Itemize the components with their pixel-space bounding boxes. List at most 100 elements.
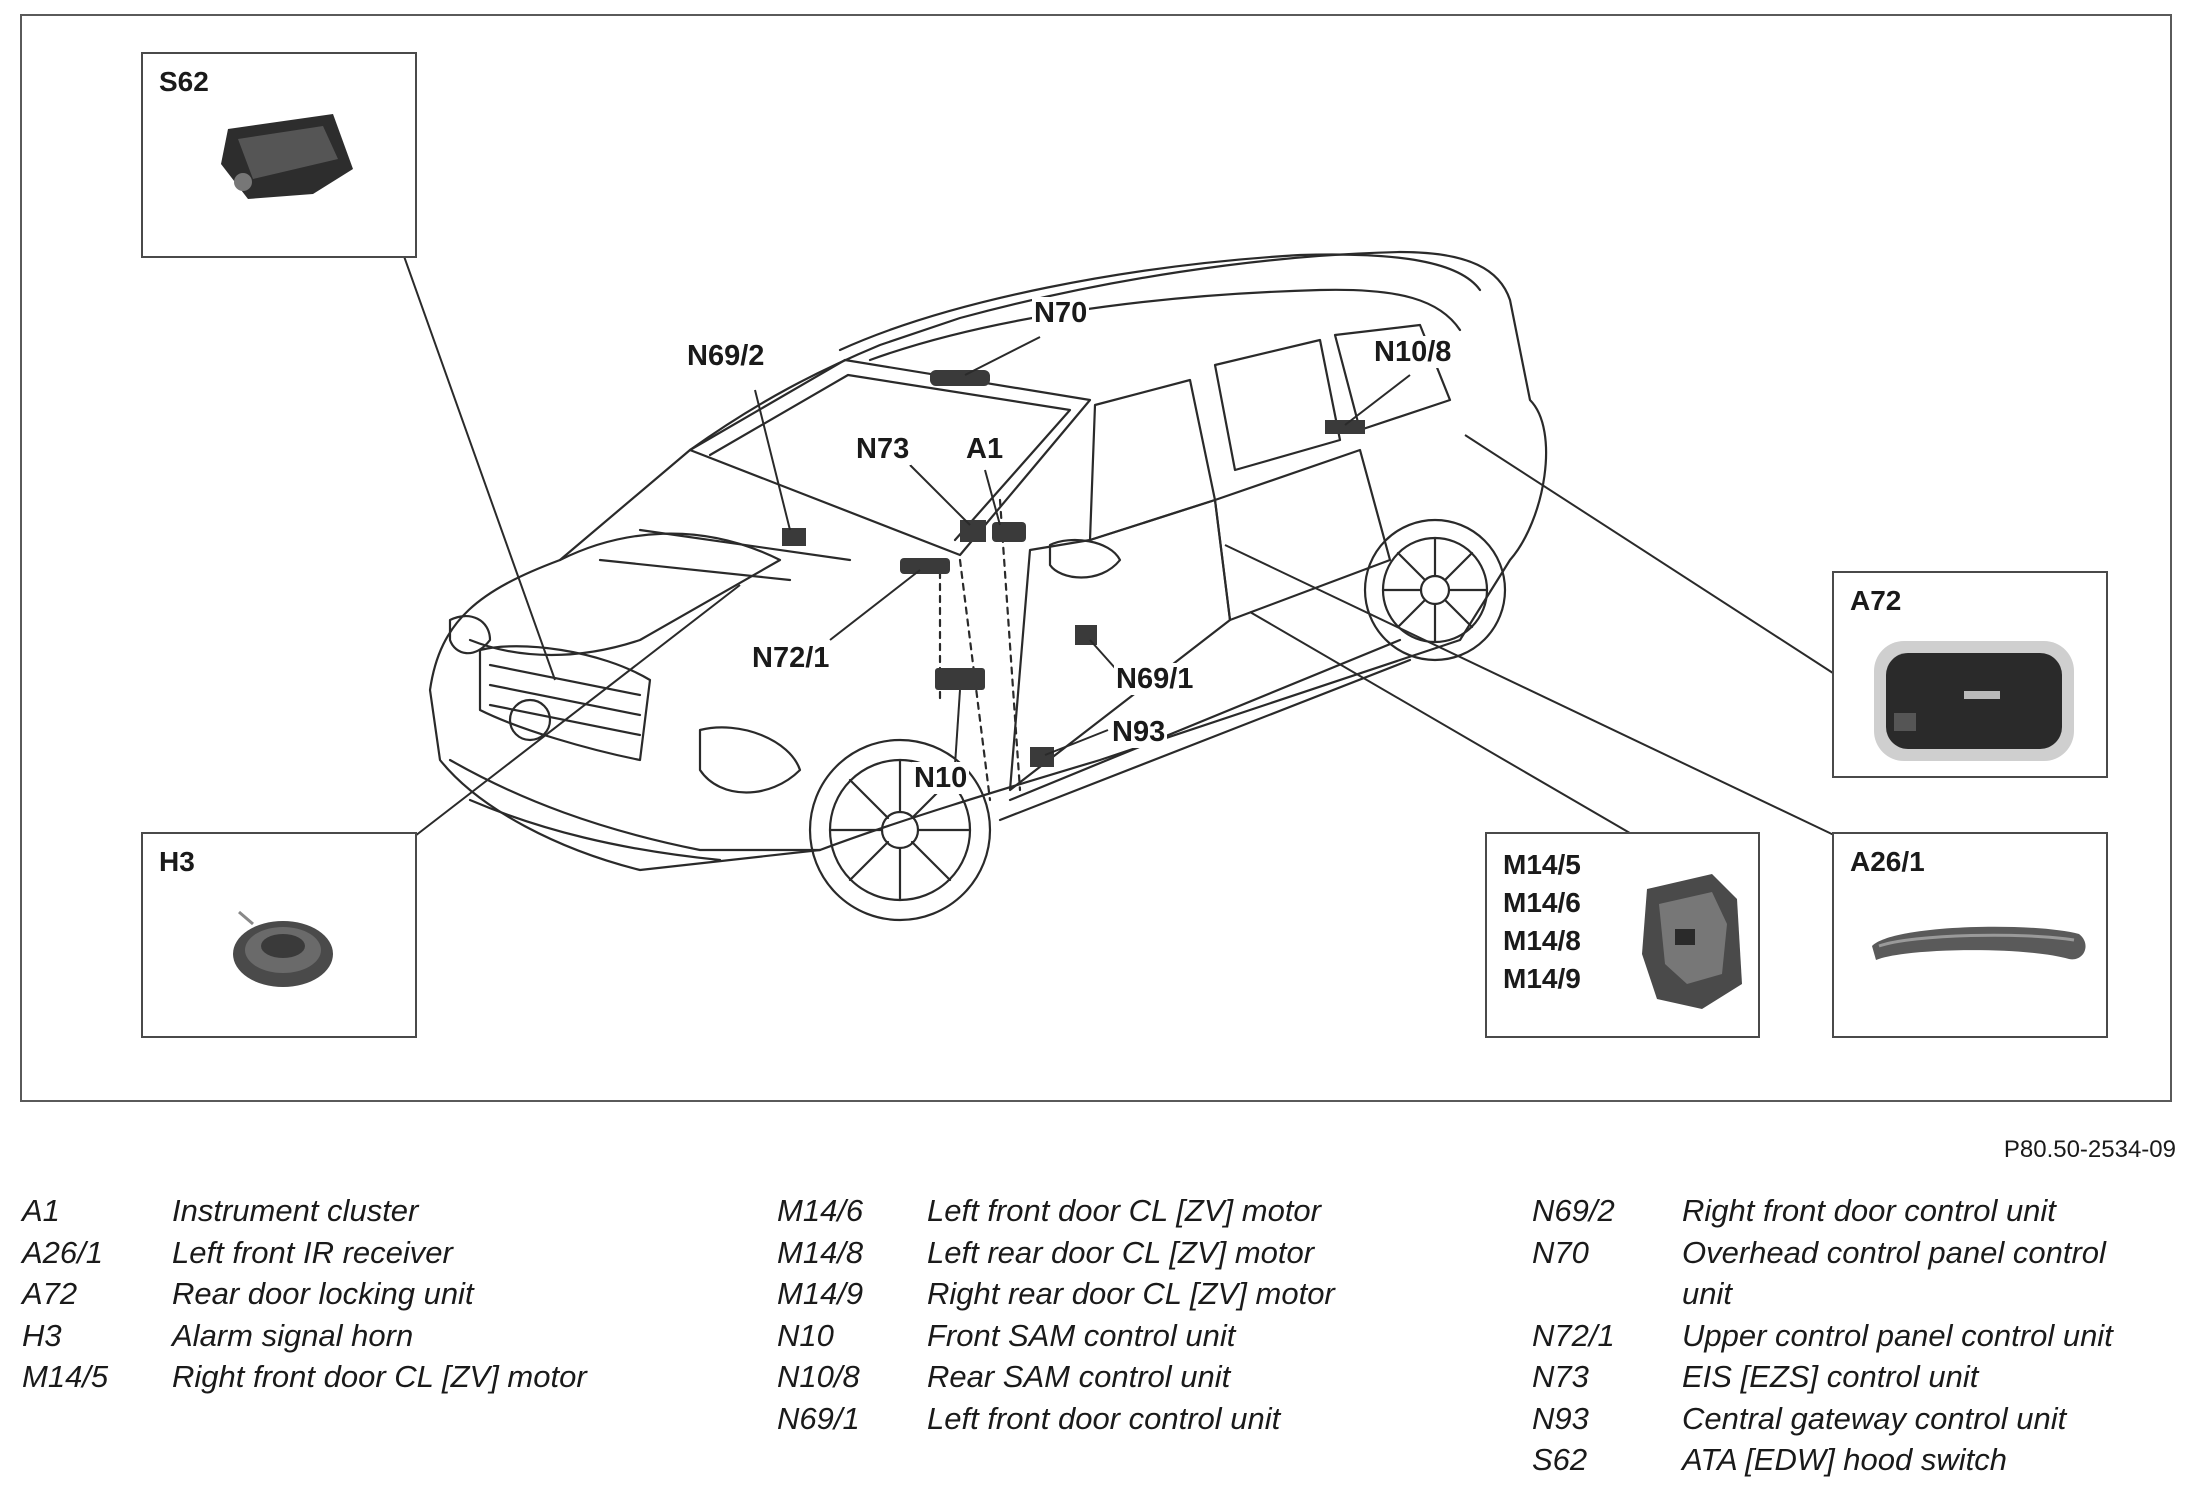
vehicle-illustration: [399, 244, 1837, 922]
legend-desc: Left front door CL [ZV] motor: [927, 1193, 1321, 1228]
leader-n10: [954, 689, 961, 766]
legend-column-3: N69/2 Right front door control unit N70 Ov…: [1532, 1190, 2152, 1481]
headlight-right: [698, 726, 802, 794]
leader-s62: [399, 244, 556, 681]
n93-component: [1030, 747, 1054, 767]
leader-a26-1: [1224, 544, 1837, 837]
legend-row: N10/8 Rear SAM control unit: [777, 1356, 1527, 1398]
legend-desc: Left rear door CL [ZV] motor: [927, 1234, 1315, 1270]
leader-n73: [909, 464, 971, 526]
legend-code: N93: [1532, 1400, 1589, 1436]
n10-component: [935, 668, 985, 690]
leader-h3: [414, 584, 741, 837]
legend-desc: Rear SAM control unit: [927, 1359, 1231, 1394]
n73-component: [960, 520, 986, 542]
car-body-outline: [428, 250, 1548, 872]
figure-reference: P80.50-2534-09: [2003, 1136, 2176, 1163]
legend-row: M14/9 Right rear door CL [ZV] motor: [777, 1273, 1527, 1315]
legend-desc: Front SAM control unit: [927, 1317, 1236, 1353]
callout-a72: A72: [1832, 571, 2108, 778]
label-n69-2: N69/2: [685, 340, 767, 372]
legend-code: N70: [1532, 1234, 1589, 1270]
callout-s62-title: S62: [159, 66, 209, 97]
legend-code: M14/8: [777, 1234, 864, 1270]
quarter-window: [1333, 323, 1452, 432]
legend-desc: Upper control panel control unit: [1682, 1317, 2113, 1353]
diagram-frame: [20, 14, 2172, 1102]
n69-2-component: [782, 528, 806, 546]
legend-desc: Left front IR receiver: [172, 1234, 453, 1270]
grille: [478, 645, 652, 762]
leader-n69-2: [754, 389, 791, 531]
n72-1-component: [900, 558, 950, 574]
legend-code: N10: [777, 1317, 834, 1353]
legend-row: N73 EIS [EZS] control unit: [1532, 1356, 2152, 1398]
hood: [468, 532, 782, 657]
label-n10: N10: [912, 762, 970, 794]
legend-code: A1: [22, 1193, 60, 1228]
legend-row: A26/1 Left front IR receiver: [22, 1232, 772, 1274]
legend-desc: EIS [EZS] control unit: [1682, 1359, 1979, 1394]
legend-desc: Rear door locking unit: [172, 1276, 474, 1311]
callout-h3: H3: [141, 832, 417, 1038]
legend-code: N10/8: [777, 1359, 860, 1394]
callout-s62: S62: [141, 52, 417, 258]
hood-switch-image: [221, 114, 353, 199]
leader-a72: [1464, 434, 1837, 676]
legend-code: M14/9: [777, 1276, 864, 1311]
leader-n69-1: [1089, 639, 1116, 669]
callout-m14-code: M14/5: [1503, 849, 1581, 880]
side-mirror: [1048, 538, 1122, 579]
roof-line: [838, 253, 1482, 352]
callout-a26-1: A26/1: [1832, 832, 2108, 1038]
leader-n72-1: [829, 569, 921, 641]
callout-a26-1-title: A26/1: [1850, 846, 1925, 877]
label-n73: N73: [854, 433, 912, 465]
label-n70: N70: [1032, 297, 1090, 329]
a1-component: [992, 522, 1026, 542]
legend-desc: Instrument cluster: [172, 1193, 419, 1228]
legend-code: N73: [1532, 1359, 1589, 1394]
n70-component: [930, 370, 990, 386]
callout-a72-title: A72: [1850, 585, 1902, 616]
legend-row: A1 Instrument cluster: [22, 1190, 772, 1232]
callout-m14: M14/5 M14/6 M14/8 M14/9: [1485, 832, 1760, 1038]
legend-row: N10 Front SAM control unit: [777, 1315, 1527, 1357]
door-locking-unit-image: [1874, 641, 2074, 761]
legend-row: N69/2 Right front door control unit: [1532, 1190, 2152, 1232]
label-n10-8: N10/8: [1372, 336, 1454, 368]
legend-code: A26/1: [22, 1234, 104, 1270]
label-a1: A1: [964, 433, 1006, 465]
legend-desc: Right rear door CL [ZV] motor: [927, 1276, 1335, 1311]
legend-desc: Right front door control unit: [1682, 1193, 2056, 1228]
leader-m14: [1249, 611, 1636, 837]
legend-code: N69/1: [777, 1400, 860, 1436]
legend-row: N72/1 Upper control panel control unit: [1532, 1315, 2152, 1357]
label-n72-1: N72/1: [750, 642, 832, 674]
n69-1-component: [1075, 625, 1097, 645]
legend-row: M14/8 Left rear door CL [ZV] motor: [777, 1232, 1527, 1274]
legend-desc: Central gateway control unit: [1682, 1400, 2067, 1436]
legend-desc: Right front door CL [ZV] motor: [172, 1359, 587, 1394]
leader-n10-8: [1344, 374, 1411, 426]
headlight-left: [448, 615, 492, 655]
callout-m14-codes: M14/5 M14/6 M14/8 M14/9: [1503, 846, 1581, 998]
n10-8-component: [1325, 420, 1365, 434]
legend-code: N69/2: [1532, 1193, 1615, 1228]
legend-code: N72/1: [1532, 1317, 1615, 1353]
alarm-horn-image: [233, 910, 333, 987]
callout-h3-title: H3: [159, 846, 195, 877]
legend-desc: Overhead control panel control unit: [1682, 1234, 2106, 1312]
rear-side-window: [1213, 338, 1342, 472]
callout-m14-code: M14/6: [1503, 887, 1581, 918]
legend-code: S62: [1532, 1442, 1588, 1477]
legend-row: N93 Central gateway control unit: [1532, 1398, 2152, 1440]
leader-a1: [984, 469, 1001, 526]
legend-row: N70 Overhead control panel control unit: [1532, 1232, 2152, 1315]
